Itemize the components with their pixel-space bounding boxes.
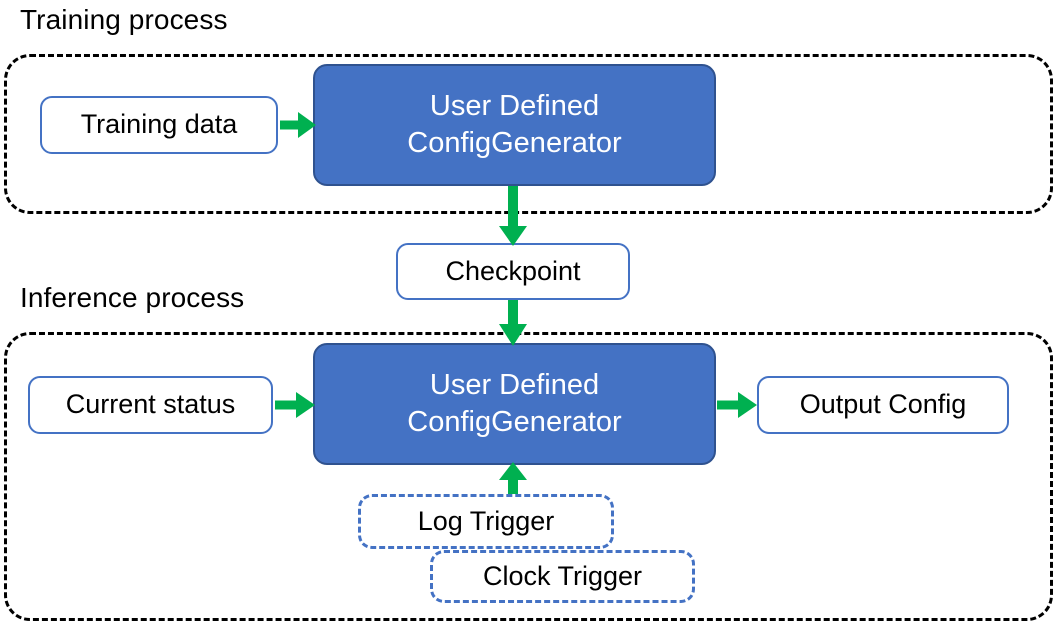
node-log-trigger[interactable]: Log Trigger [358, 494, 614, 549]
training-process-container [4, 54, 1053, 214]
inference-process-label: Inference process [20, 282, 245, 313]
training-process-label: Training process [20, 4, 228, 35]
inference-process-container [4, 332, 1053, 621]
node-clock-trigger[interactable]: Clock Trigger [430, 550, 695, 603]
node-output-config[interactable]: Output Config [757, 376, 1009, 434]
node-checkpoint[interactable]: Checkpoint [396, 243, 630, 300]
node-user-defined-config-generator-training[interactable]: User Defined ConfigGenerator [313, 64, 716, 186]
node-current-status[interactable]: Current status [28, 376, 273, 434]
node-user-defined-config-generator-inference[interactable]: User Defined ConfigGenerator [313, 343, 716, 465]
node-training-data[interactable]: Training data [40, 96, 278, 154]
